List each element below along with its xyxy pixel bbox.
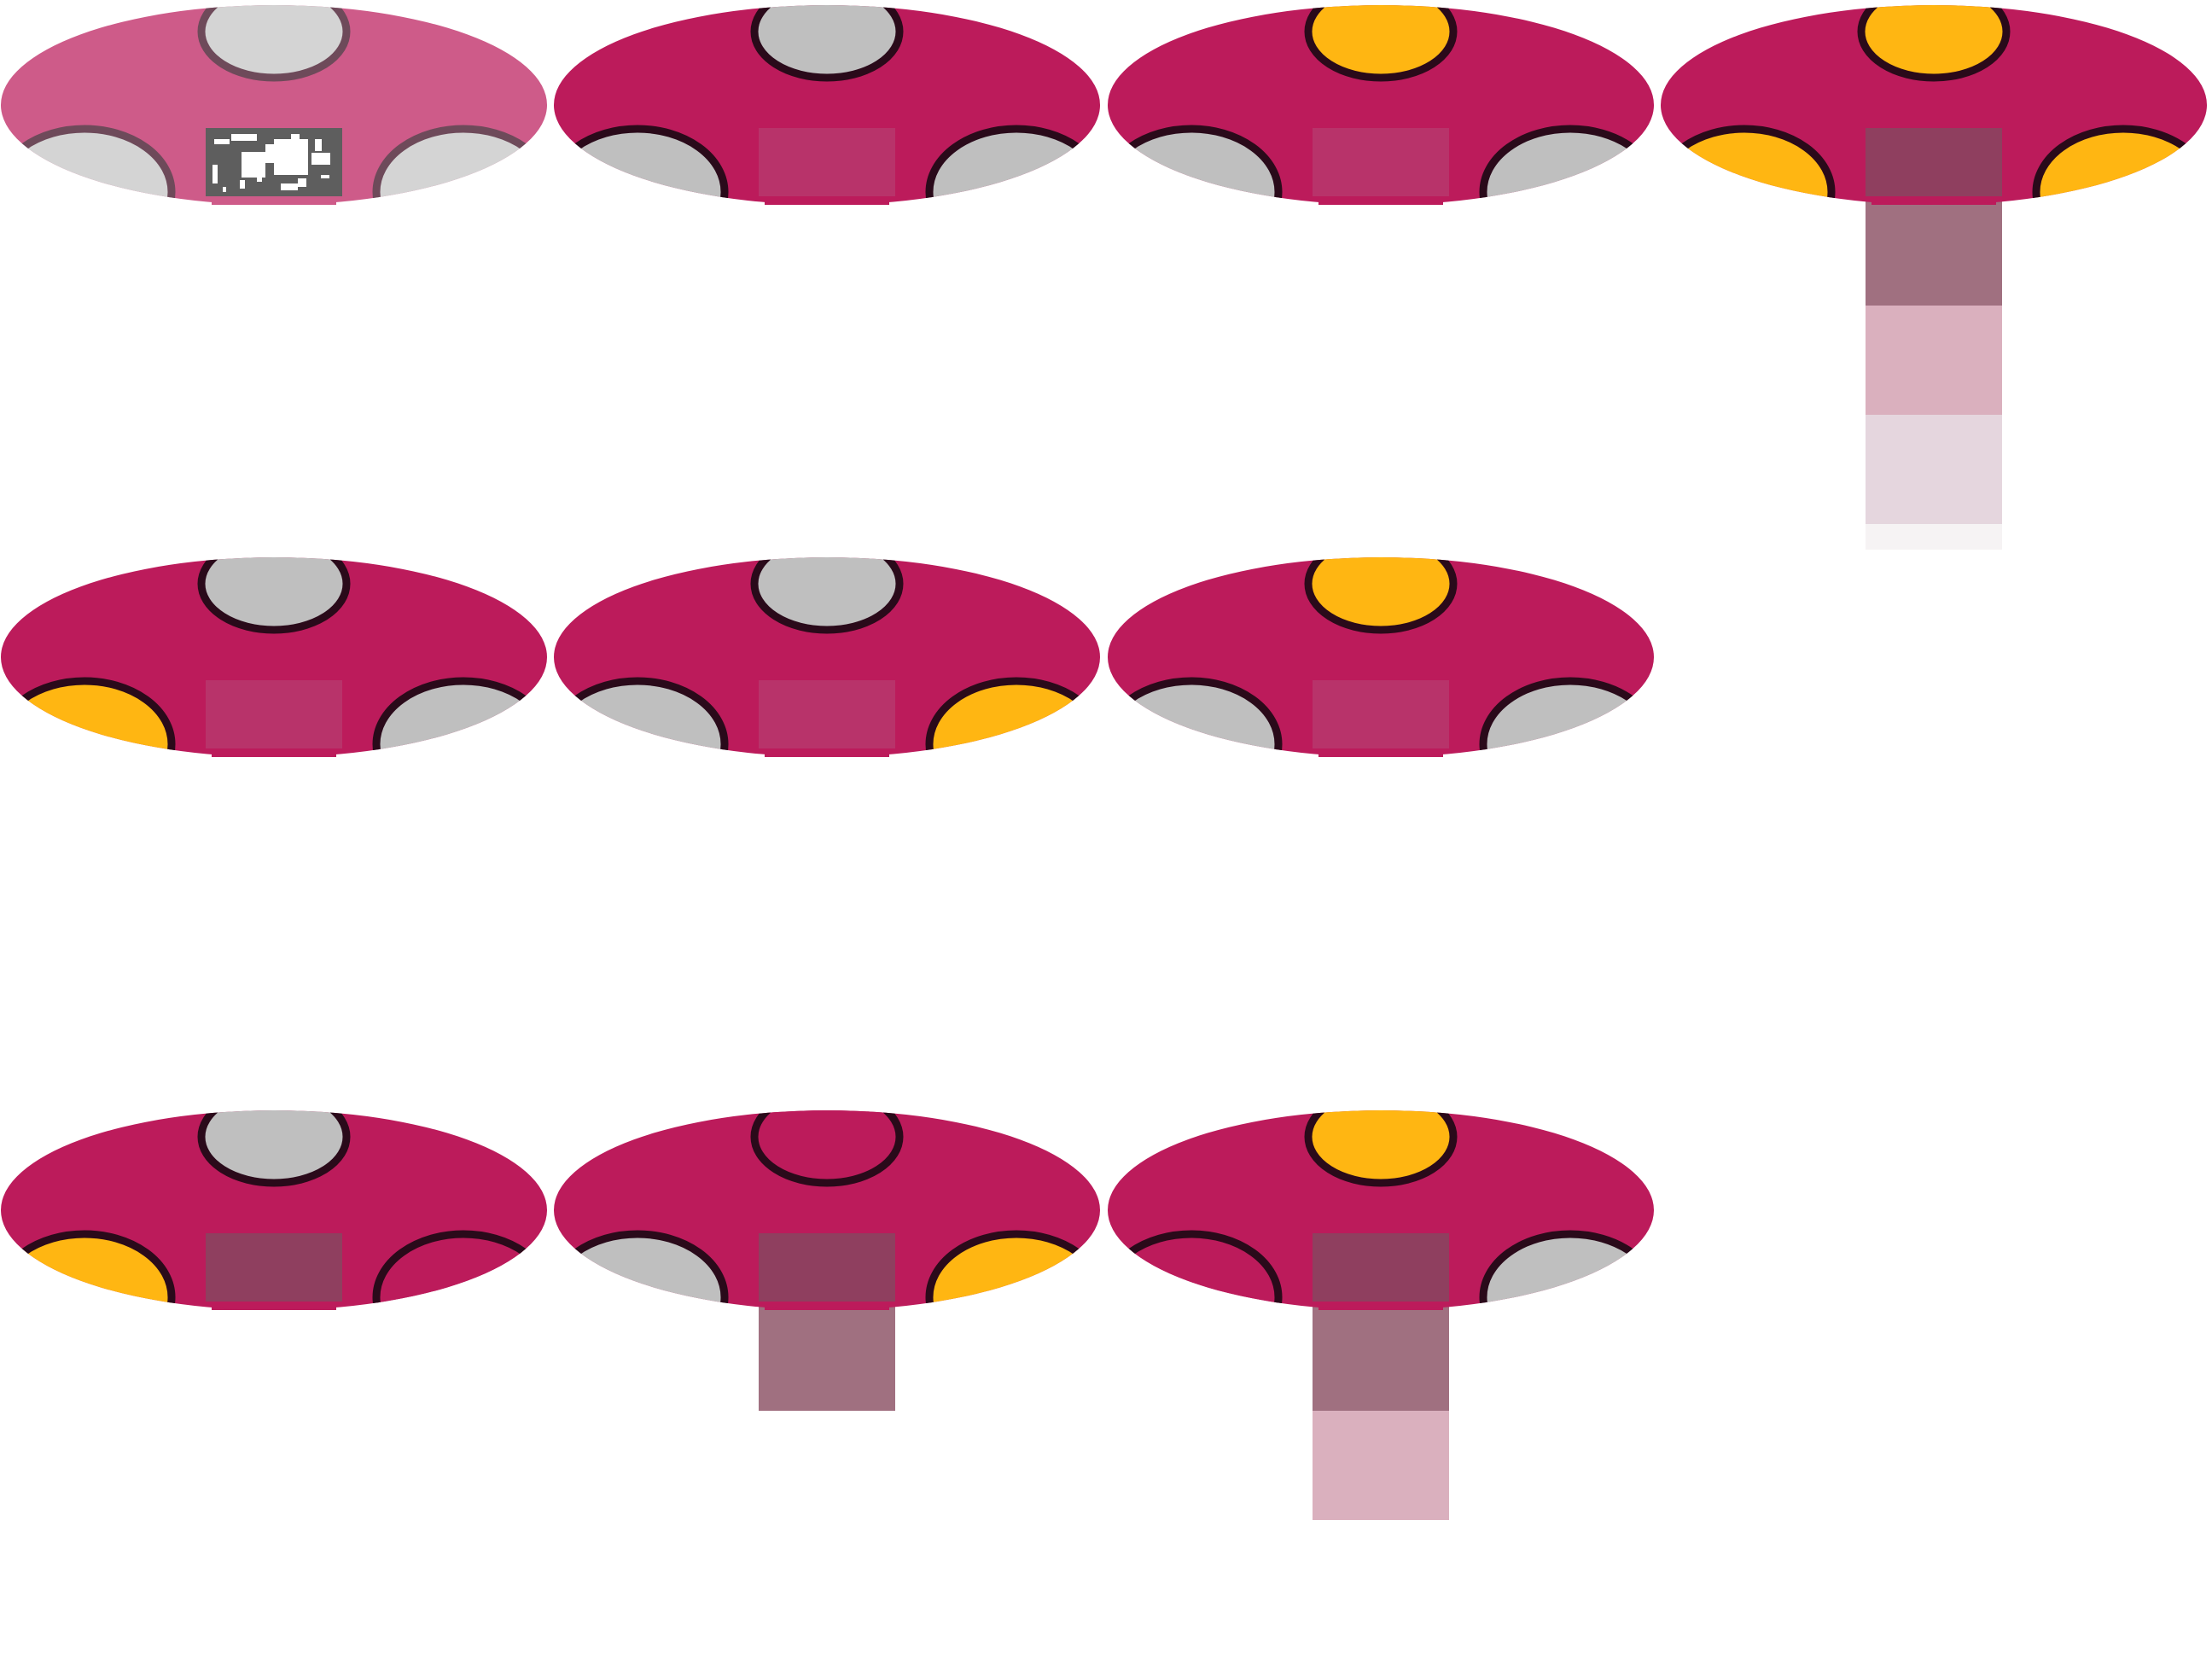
ufo-sprite-frame-1 — [1, 5, 547, 205]
light-top-off — [750, 5, 904, 82]
glitch-pixel — [257, 172, 262, 182]
glitch-pixel — [223, 187, 226, 192]
glitch-pixel — [214, 139, 230, 144]
center-panel — [1313, 680, 1449, 748]
light-top-off — [750, 557, 904, 634]
light-left-off — [1, 125, 176, 205]
light-left-off — [1108, 125, 1283, 205]
glitch-pixel — [212, 165, 218, 183]
light-right-off — [372, 125, 547, 205]
glitch-pixel — [281, 183, 298, 190]
glitch-pixel — [321, 175, 329, 178]
center-panel — [1866, 128, 2002, 196]
light-right-on — [925, 1230, 1100, 1310]
center-panel — [759, 128, 895, 196]
light-left-off — [1108, 677, 1283, 757]
light-left-off — [554, 1230, 729, 1310]
center-panel — [759, 680, 895, 748]
light-left-on — [1661, 125, 1836, 205]
ufo-sprite-frame-4 — [1661, 5, 2207, 550]
light-right-on — [2032, 125, 2207, 205]
light-left-off — [554, 677, 729, 757]
center-panel — [759, 1233, 895, 1302]
glitch-pixel — [291, 134, 300, 143]
ufo-sprite-frame-5 — [1, 557, 547, 757]
tractor-beam-segment — [1313, 1411, 1449, 1520]
ufo-sprite-frame-3 — [1108, 5, 1654, 205]
light-right-off — [925, 125, 1100, 205]
light-right-off — [1479, 677, 1654, 757]
tractor-beam-segment — [1866, 524, 2002, 550]
light-right-on — [925, 677, 1100, 757]
glitch-pixel — [274, 139, 308, 175]
light-top-off — [197, 1110, 351, 1187]
center-panel — [206, 680, 342, 748]
light-top-off — [197, 5, 351, 82]
tractor-beam-segment — [1866, 196, 2002, 306]
tractor-beam-segment — [1313, 1302, 1449, 1411]
tractor-beam-segment — [1866, 306, 2002, 415]
light-top-off — [197, 557, 351, 634]
light-top-on — [1857, 5, 2011, 82]
glitch-pixel — [315, 139, 322, 151]
ufo-sprite-frame-2 — [554, 5, 1100, 205]
glitch-pixel — [298, 178, 306, 187]
light-top-on — [1304, 5, 1458, 82]
ufo-sprite-frame-7 — [1108, 557, 1654, 757]
glitch-pixel — [240, 180, 245, 189]
light-left-off — [1108, 1230, 1283, 1310]
light-right-off — [372, 677, 547, 757]
light-left-on — [1, 1230, 176, 1310]
glitch-pixel — [311, 153, 330, 165]
light-top-on — [1304, 557, 1458, 634]
light-left-on — [1, 677, 176, 757]
center-panel — [1313, 1233, 1449, 1302]
glitch-pixel — [231, 134, 257, 141]
ufo-sprite-frame-8 — [1, 1110, 547, 1310]
light-right-off — [372, 1230, 547, 1310]
light-top-on — [1304, 1110, 1458, 1187]
light-top-off — [750, 1110, 904, 1187]
light-left-off — [554, 125, 729, 205]
tractor-beam-segment — [1866, 415, 2002, 524]
center-panel — [1313, 128, 1449, 196]
ufo-sprite-frame-6 — [554, 557, 1100, 757]
light-right-off — [1479, 125, 1654, 205]
ufo-sprite-frame-10 — [1108, 1110, 1654, 1520]
ufo-sprite-frame-9 — [554, 1110, 1100, 1411]
center-panel — [206, 1233, 342, 1302]
light-right-off — [1479, 1230, 1654, 1310]
tractor-beam-segment — [759, 1302, 895, 1411]
